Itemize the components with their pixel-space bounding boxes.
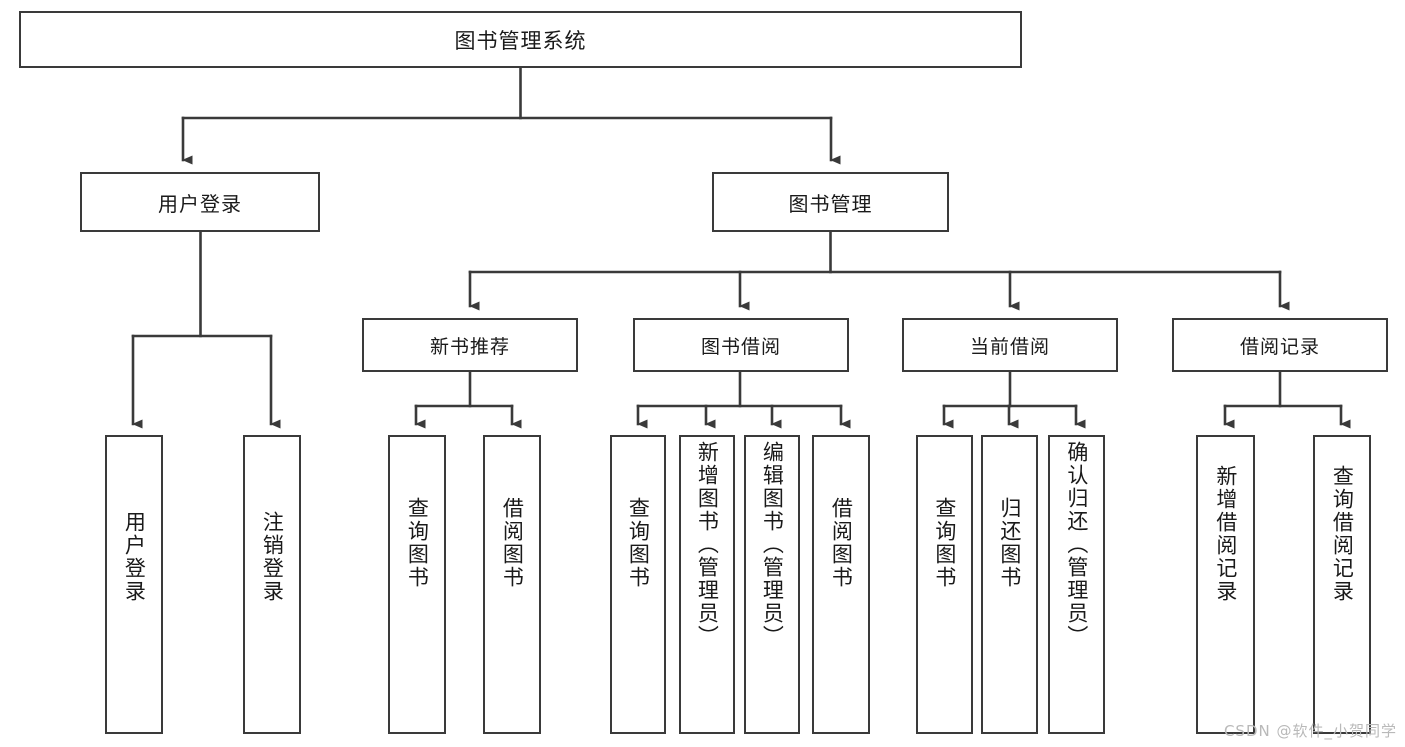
node-borrow-record-label: 借阅记录	[1239, 335, 1320, 358]
node-new-book-recommend[interactable]: 新书推荐	[362, 318, 578, 372]
node-book-management-label: 图书管理	[788, 191, 873, 216]
node-book-management[interactable]: 图书管理	[712, 172, 949, 232]
leaf-book-borrow-add[interactable]: 新增图书（管理员）	[679, 435, 735, 734]
leaf-borrow-record-query[interactable]: 查询借阅记录	[1313, 435, 1371, 734]
leaf-current-borrow-query[interactable]: 查询图书	[916, 435, 973, 734]
leaf-new-book-query-label: 查询图书	[405, 497, 430, 589]
leaf-book-borrow-query[interactable]: 查询图书	[610, 435, 666, 734]
leaf-book-borrow-borrow[interactable]: 借阅图书	[812, 435, 870, 734]
leaf-new-book-query[interactable]: 查询图书	[388, 435, 446, 734]
node-current-borrow[interactable]: 当前借阅	[902, 318, 1118, 372]
leaf-user-login-logout-label: 注销登录	[260, 511, 285, 603]
node-user-login[interactable]: 用户登录	[80, 172, 320, 232]
node-borrow-record[interactable]: 借阅记录	[1172, 318, 1388, 372]
leaf-current-borrow-confirm[interactable]: 确认归还（管理员）	[1048, 435, 1105, 734]
node-root-label: 图书管理系统	[454, 28, 587, 53]
leaf-user-login-logout[interactable]: 注销登录	[243, 435, 301, 734]
leaf-new-book-borrow[interactable]: 借阅图书	[483, 435, 541, 734]
leaf-current-borrow-query-label: 查询图书	[932, 497, 957, 589]
node-book-borrow-label: 图书借阅	[700, 335, 781, 358]
node-root[interactable]: 图书管理系统	[19, 11, 1022, 68]
leaf-borrow-record-add-label: 新增借阅记录	[1213, 465, 1238, 603]
leaf-borrow-record-query-label: 查询借阅记录	[1330, 465, 1355, 603]
leaf-current-borrow-return[interactable]: 归还图书	[981, 435, 1038, 734]
leaf-current-borrow-confirm-label: 确认归还（管理员）	[1064, 441, 1089, 648]
node-current-borrow-label: 当前借阅	[969, 335, 1050, 358]
node-user-login-label: 用户登录	[158, 191, 242, 216]
leaf-borrow-record-add[interactable]: 新增借阅记录	[1196, 435, 1255, 734]
leaf-user-login-login[interactable]: 用户登录	[105, 435, 163, 734]
leaf-book-borrow-borrow-label: 借阅图书	[829, 497, 854, 589]
leaf-book-borrow-add-label: 新增图书（管理员）	[695, 441, 720, 648]
leaf-user-login-login-label: 用户登录	[122, 511, 147, 603]
leaf-book-borrow-query-label: 查询图书	[626, 497, 651, 589]
node-book-borrow[interactable]: 图书借阅	[633, 318, 849, 372]
leaf-book-borrow-edit-label: 编辑图书（管理员）	[760, 441, 785, 648]
leaf-book-borrow-edit[interactable]: 编辑图书（管理员）	[744, 435, 800, 734]
node-new-book-recommend-label: 新书推荐	[429, 335, 510, 358]
leaf-new-book-borrow-label: 借阅图书	[500, 497, 525, 589]
leaf-current-borrow-return-label: 归还图书	[997, 497, 1022, 589]
